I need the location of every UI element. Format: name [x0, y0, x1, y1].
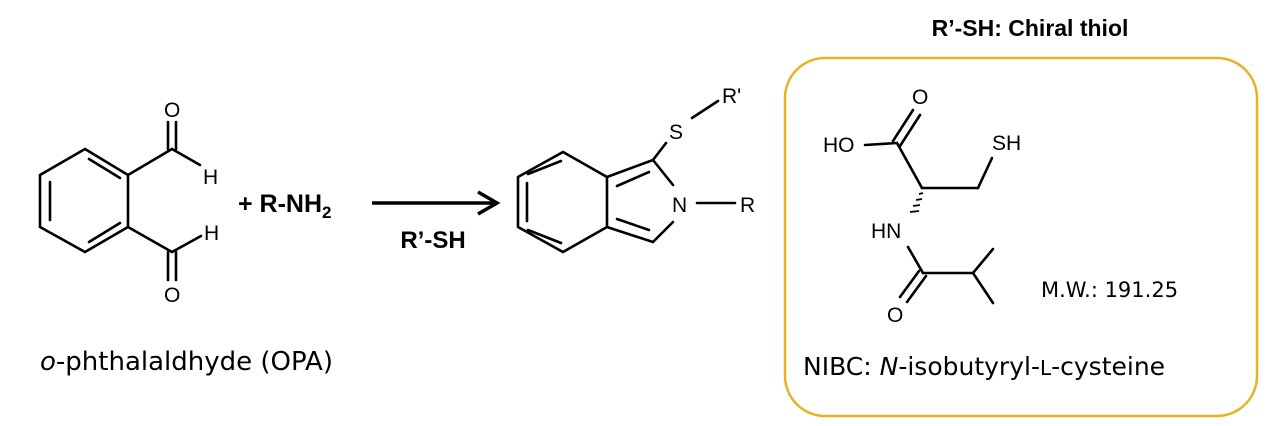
atom-r-prime: R' [722, 85, 741, 108]
atom-s: S [669, 121, 683, 144]
opa-label: o-phthalaldhyde (OPA) [40, 347, 333, 377]
opa-label-rest: -phthalaldhyde (OPA) [56, 347, 333, 377]
atom-r: R [740, 194, 755, 217]
atom-h-bottom: H [204, 222, 219, 245]
atom-o-acid: O [912, 86, 928, 109]
atom-o-top: O [164, 99, 180, 122]
atom-o-amide: O [887, 304, 903, 327]
nibc-structure: HO O SH HN O [823, 86, 1021, 327]
atom-h-top: H [203, 166, 218, 189]
atom-ho: HO [823, 134, 855, 157]
atom-sh: SH [992, 132, 1021, 155]
arrow-condition: R’-SH [400, 227, 465, 254]
atom-hn: HN [871, 220, 901, 243]
thiol-box-border [783, 56, 1259, 418]
opa-structure: O H H O [38, 99, 219, 307]
atom-o-bottom: O [164, 284, 180, 307]
isoindole-product: S R' N R [516, 85, 755, 254]
atom-n: N [672, 194, 687, 217]
molecular-weight: M.W.: 191.25 [1041, 278, 1178, 302]
opa-label-prefix: o [40, 347, 56, 377]
thiol-box-title: R’-SH: Chiral thiol [932, 15, 1129, 41]
reaction-arrow [372, 190, 501, 216]
amine-reagent: + R-NH2 [238, 190, 332, 222]
nibc-name: NIBC: N-isobutyryl-L-cysteine [803, 352, 1165, 381]
